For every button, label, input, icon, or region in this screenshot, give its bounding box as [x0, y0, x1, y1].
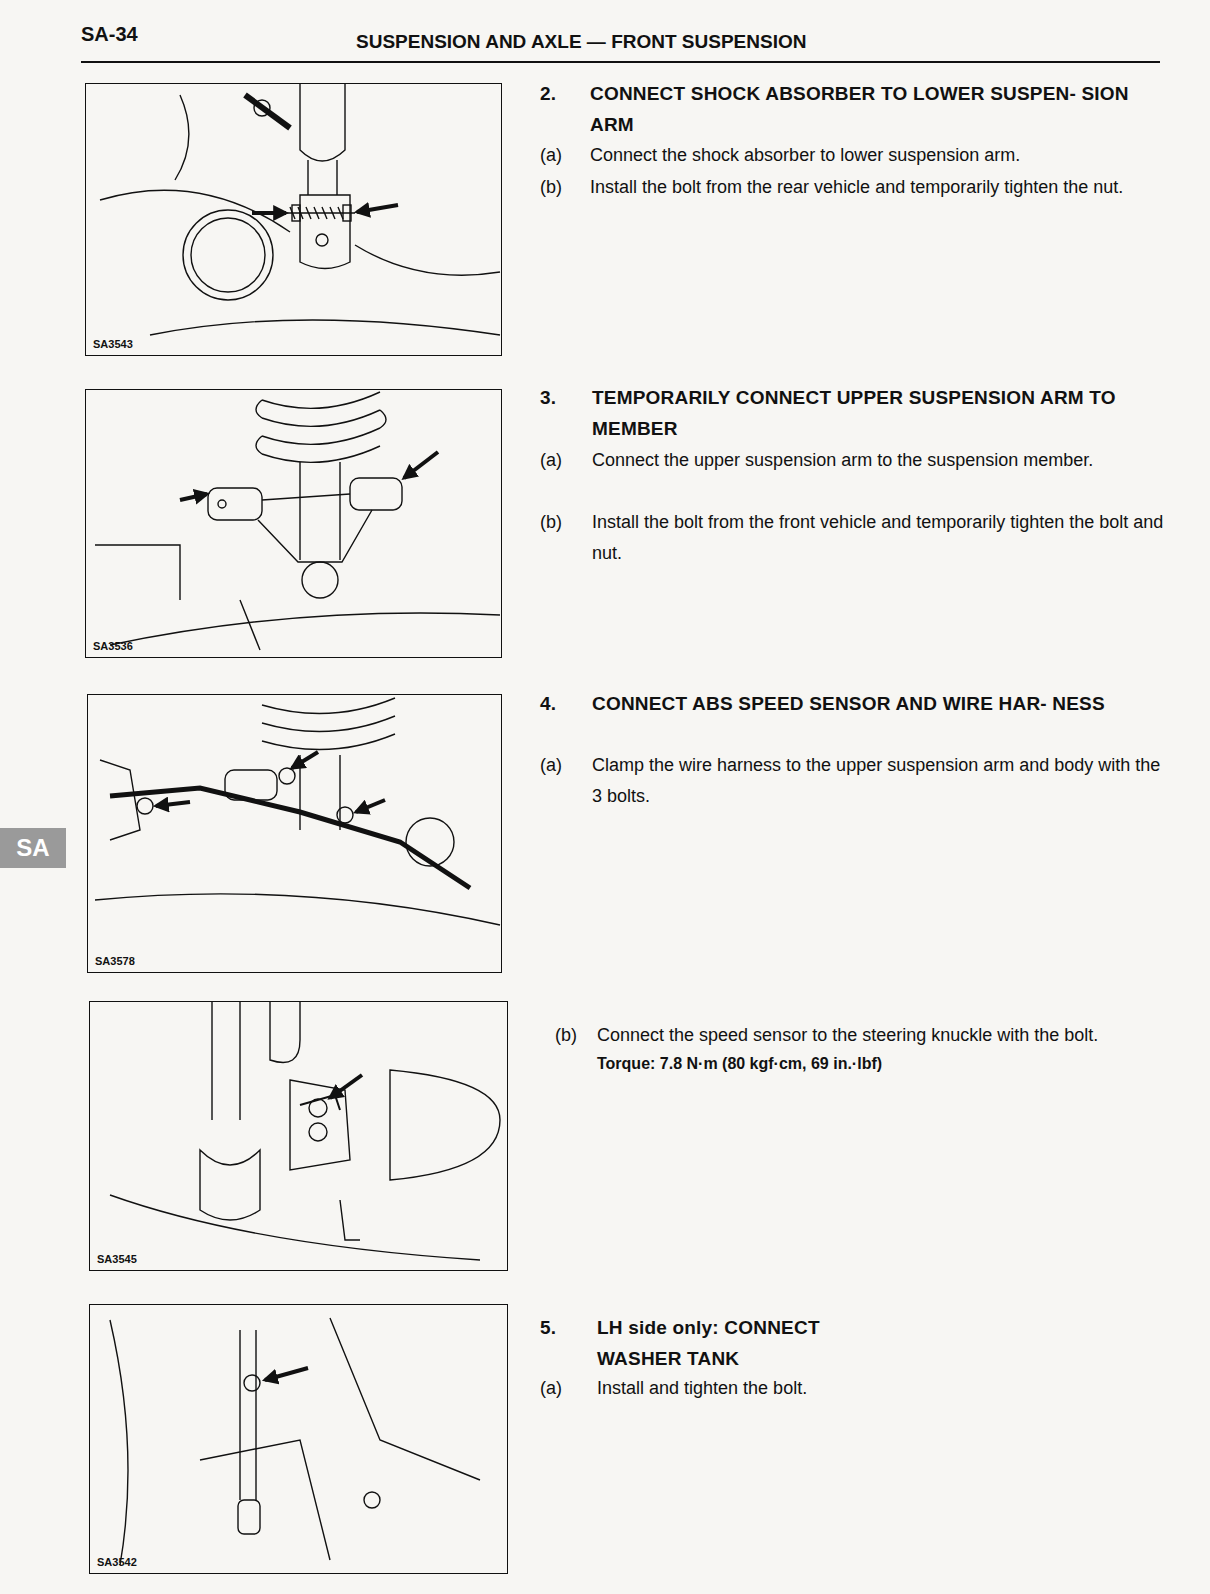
abs-harness-figure — [95, 698, 500, 925]
figure-code: SA3578 — [95, 955, 135, 968]
step-heading: CONNECT SHOCK ABSORBER TO LOWER SUSPEN- … — [590, 78, 1160, 140]
instruction-text: Connect the upper suspension arm to the … — [592, 445, 1167, 476]
section-tab: SA — [0, 828, 66, 868]
step-number: 3. — [540, 382, 580, 413]
figure-frame: SA3543 — [85, 83, 502, 356]
instruction-text: Install the bolt from the rear vehicle a… — [590, 172, 1170, 203]
figure-frame: SA3545 — [89, 1001, 508, 1271]
figure-code: SA3536 — [93, 640, 133, 653]
sub-step-letter: (a) — [540, 445, 585, 476]
figure-code: SA3543 — [93, 338, 133, 351]
step-number: 5. — [540, 1312, 580, 1343]
speed-sensor-figure — [110, 1002, 500, 1260]
upper-arm-figure — [95, 392, 500, 650]
instruction-text: Clamp the wire harness to the upper susp… — [592, 750, 1167, 812]
washer-tank-figure — [110, 1318, 480, 1565]
figure-frame: SA3536 — [85, 389, 502, 658]
step-number: 2. — [540, 78, 580, 109]
figure-frame: SA3542 — [89, 1304, 508, 1574]
figure-code: SA3545 — [97, 1253, 137, 1266]
section-tab-label: SA — [0, 828, 66, 868]
sub-step-letter: (b) — [540, 507, 585, 538]
instruction-text: Install the bolt from the front vehicle … — [592, 507, 1167, 569]
torque-spec: Torque: 7.8 N·m (80 kgf·cm, 69 in.·lbf) — [597, 1052, 1172, 1076]
sub-step-letter: (b) — [555, 1020, 600, 1051]
sub-step-letter: (a) — [540, 140, 585, 171]
page-number: SA-34 — [81, 22, 138, 46]
shock-lower-mount-figure — [100, 84, 500, 335]
step-number: 4. — [540, 688, 580, 719]
step-heading: TEMPORARILY CONNECT UPPER SUSPENSION ARM… — [592, 382, 1157, 444]
instruction-text: Connect the shock absorber to lower susp… — [590, 140, 1170, 171]
figure-code: SA3542 — [97, 1556, 137, 1569]
figure-frame: SA3578 — [87, 694, 502, 973]
sub-step-letter: (b) — [540, 172, 585, 203]
page-title: SUSPENSION AND AXLE — FRONT SUSPENSION — [356, 30, 1136, 54]
sub-step-letter: (a) — [540, 1373, 585, 1404]
step-heading: CONNECT ABS SPEED SENSOR AND WIRE HAR- N… — [592, 688, 1162, 719]
step-heading: LH side only: CONNECT WASHER TANK — [597, 1312, 897, 1374]
header-rule — [81, 61, 1160, 63]
sub-step-letter: (a) — [540, 750, 585, 781]
instruction-text: Connect the speed sensor to the steering… — [597, 1020, 1172, 1051]
instruction-text: Install and tighten the bolt. — [597, 1373, 1157, 1404]
